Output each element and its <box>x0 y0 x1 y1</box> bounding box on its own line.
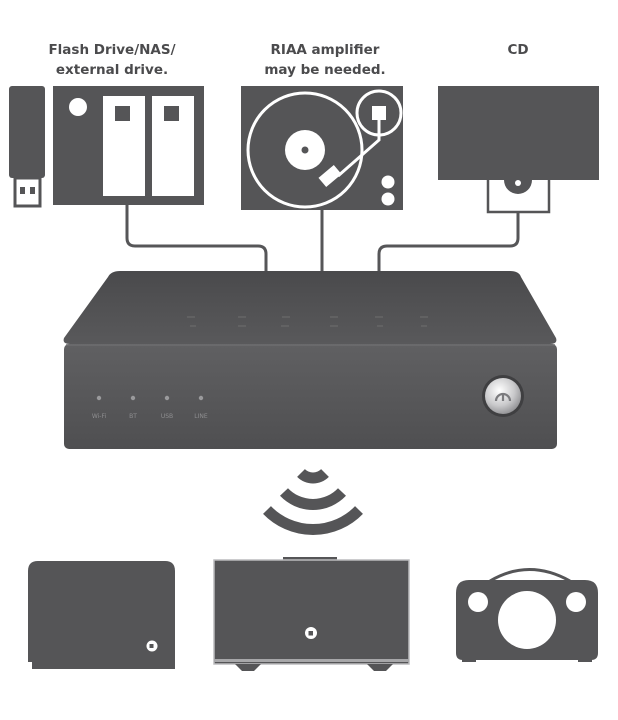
streamer-device: Wi-Fi BT USB LINE <box>63 271 557 449</box>
device-top-surface <box>63 271 557 344</box>
cd-player-icon <box>438 86 599 214</box>
nas-icon <box>53 86 204 205</box>
status-leds <box>96 395 204 401</box>
speaker-2-icon <box>213 557 410 671</box>
led-label-line: LINE <box>194 413 208 420</box>
speaker-3-icon <box>456 568 598 662</box>
wireless-signal-icon <box>263 468 363 535</box>
led-label-bt: BT <box>129 413 137 420</box>
cables <box>125 205 520 272</box>
power-knob <box>482 375 524 417</box>
speaker-1-icon <box>28 561 175 669</box>
cable-storage <box>125 205 268 272</box>
turntable-label: RIAA amplifier may be needed. <box>264 42 386 78</box>
cable-cd <box>377 212 520 272</box>
top-buttons <box>187 316 428 327</box>
usb-flash-drive-icon <box>9 86 45 208</box>
device-front-panel <box>64 344 557 449</box>
cd-label: CD <box>507 42 529 58</box>
storage-label: Flash Drive/NAS/ external drive. <box>48 42 176 78</box>
turntable-icon <box>241 86 403 210</box>
led-label-usb: USB <box>161 413 173 420</box>
led-label-wifi: Wi-Fi <box>92 413 107 420</box>
